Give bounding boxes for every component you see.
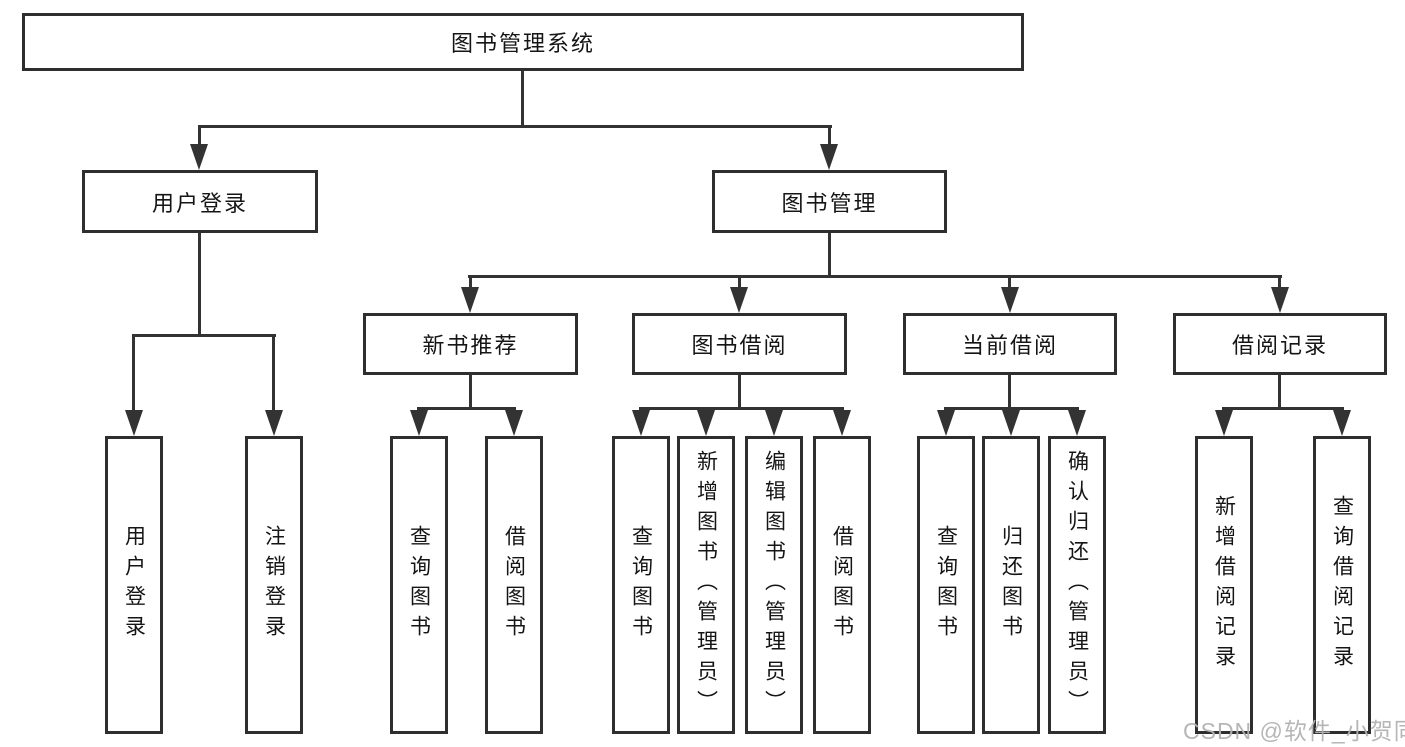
connector-line: [738, 374, 741, 410]
leaf-add-borrow-record: 新增借阅记录: [1195, 436, 1253, 734]
leaf-edit-books-admin: 编辑图书（管理员）: [745, 436, 803, 734]
connector-line: [469, 374, 472, 410]
leaf-query-books-borrowing: 查询图书: [612, 436, 670, 734]
arrowhead-down-icon: [190, 144, 208, 170]
arrowhead-down-icon: [833, 410, 851, 436]
arrowhead-down-icon: [765, 410, 783, 436]
connector-line: [828, 125, 831, 146]
arrowhead-down-icon: [505, 410, 523, 436]
arrowhead-down-icon: [410, 410, 428, 436]
leaf-query-borrow-record: 查询借阅记录: [1313, 436, 1371, 734]
connector-line: [198, 125, 832, 128]
connector-line: [132, 334, 276, 337]
connector-line: [1278, 374, 1281, 410]
arrowhead-down-icon: [937, 410, 955, 436]
watermark-text: CSDN @软件_小贺同学: [1183, 718, 1405, 744]
node-library-management-system: 图书管理系统: [22, 13, 1024, 71]
connector-line: [521, 71, 524, 128]
connector-line: [738, 275, 741, 289]
leaf-query-books-recommend: 查询图书: [390, 436, 448, 734]
arrowhead-down-icon: [1068, 410, 1086, 436]
connector-line: [639, 407, 844, 410]
node-new-book-recommendation: 新书推荐: [363, 313, 578, 375]
node-book-borrowing: 图书借阅: [632, 313, 847, 375]
arrowhead-down-icon: [1215, 410, 1233, 436]
connector-line: [272, 334, 275, 412]
arrowhead-down-icon: [697, 410, 715, 436]
node-current-borrowing: 当前借阅: [903, 313, 1117, 375]
connector-line: [417, 407, 516, 410]
connector-line: [828, 233, 831, 278]
connector-line: [469, 275, 472, 289]
connector-line: [1008, 275, 1011, 289]
arrowhead-down-icon: [125, 410, 143, 436]
arrowhead-down-icon: [1271, 287, 1289, 313]
connector-line: [198, 233, 201, 337]
leaf-query-books-current: 查询图书: [917, 436, 975, 734]
arrowhead-down-icon: [461, 287, 479, 313]
node-user-login: 用户登录: [82, 170, 318, 233]
node-book-management: 图书管理: [712, 170, 947, 233]
arrowhead-down-icon: [1002, 410, 1020, 436]
connector-line: [1008, 374, 1011, 410]
leaf-logout-login: 注销登录: [245, 436, 303, 734]
leaf-borrow-books-borrowing: 借阅图书: [813, 436, 871, 734]
arrowhead-down-icon: [730, 287, 748, 313]
connector-line: [198, 125, 201, 146]
leaf-borrow-books-recommend: 借阅图书: [485, 436, 543, 734]
leaf-user-login: 用户登录: [105, 436, 163, 734]
arrowhead-down-icon: [1333, 410, 1351, 436]
connector-line: [468, 275, 1282, 278]
leaf-confirm-return-admin: 确认归还（管理员）: [1048, 436, 1106, 734]
connector-line: [1222, 407, 1344, 410]
connector-line: [1278, 275, 1281, 289]
arrowhead-down-icon: [632, 410, 650, 436]
arrowhead-down-icon: [265, 410, 283, 436]
arrowhead-down-icon: [1001, 287, 1019, 313]
arrowhead-down-icon: [820, 144, 838, 170]
node-borrowing-records: 借阅记录: [1173, 313, 1387, 375]
connector-line: [132, 334, 135, 412]
leaf-return-books: 归还图书: [982, 436, 1040, 734]
leaf-add-books-admin: 新增图书（管理员）: [677, 436, 735, 734]
